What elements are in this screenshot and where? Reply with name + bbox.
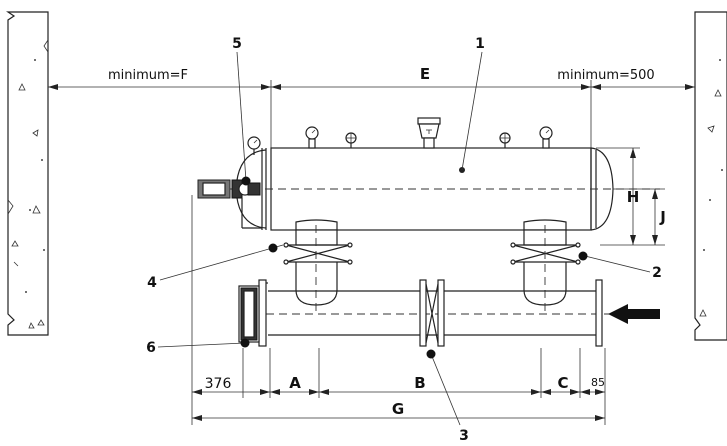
callout-3: 3 <box>459 428 469 444</box>
top-dimensions: minimum=F E minimum=500 <box>48 65 695 148</box>
dim-g-label: G <box>392 400 404 418</box>
valve-icon <box>345 132 357 148</box>
right-wall <box>694 11 727 341</box>
pressure-gauge-icon <box>305 126 319 149</box>
callout-4: 4 <box>147 275 157 291</box>
side-dimensions: H J <box>596 147 666 246</box>
pressure-gauge-icon <box>539 126 553 149</box>
left-clearance-label: minimum=F <box>108 68 188 83</box>
callout-leaders <box>157 51 651 426</box>
height-j-label: J <box>659 208 666 226</box>
callout-1: 1 <box>475 36 485 52</box>
dim-a-label: A <box>289 374 301 392</box>
right-connector <box>510 219 581 312</box>
callout-2: 2 <box>652 265 662 281</box>
left-wall <box>6 11 49 336</box>
dim-85-label: 85 <box>591 376 605 389</box>
top-fittings <box>247 117 553 155</box>
filter-cartridge <box>238 285 260 343</box>
valve-icon <box>499 132 511 148</box>
right-clearance-label: minimum=500 <box>557 68 654 83</box>
bottom-dimensions: 376 A B C 85 G <box>191 195 606 425</box>
height-h-label: H <box>627 188 640 206</box>
flow-arrow-icon <box>608 304 660 324</box>
pressure-gauge-icon <box>247 136 261 155</box>
callout-6: 6 <box>146 340 156 356</box>
total-width-label: E <box>420 65 430 83</box>
dim-c-label: C <box>557 374 568 392</box>
dim-376-label: 376 <box>205 376 232 392</box>
air-vent-icon <box>417 117 441 149</box>
callout-5: 5 <box>232 36 242 52</box>
main-tank <box>200 147 660 231</box>
header-pipe <box>240 279 610 347</box>
motor-icon <box>197 179 262 229</box>
left-connector <box>283 219 353 312</box>
dim-b-label: B <box>414 374 425 392</box>
